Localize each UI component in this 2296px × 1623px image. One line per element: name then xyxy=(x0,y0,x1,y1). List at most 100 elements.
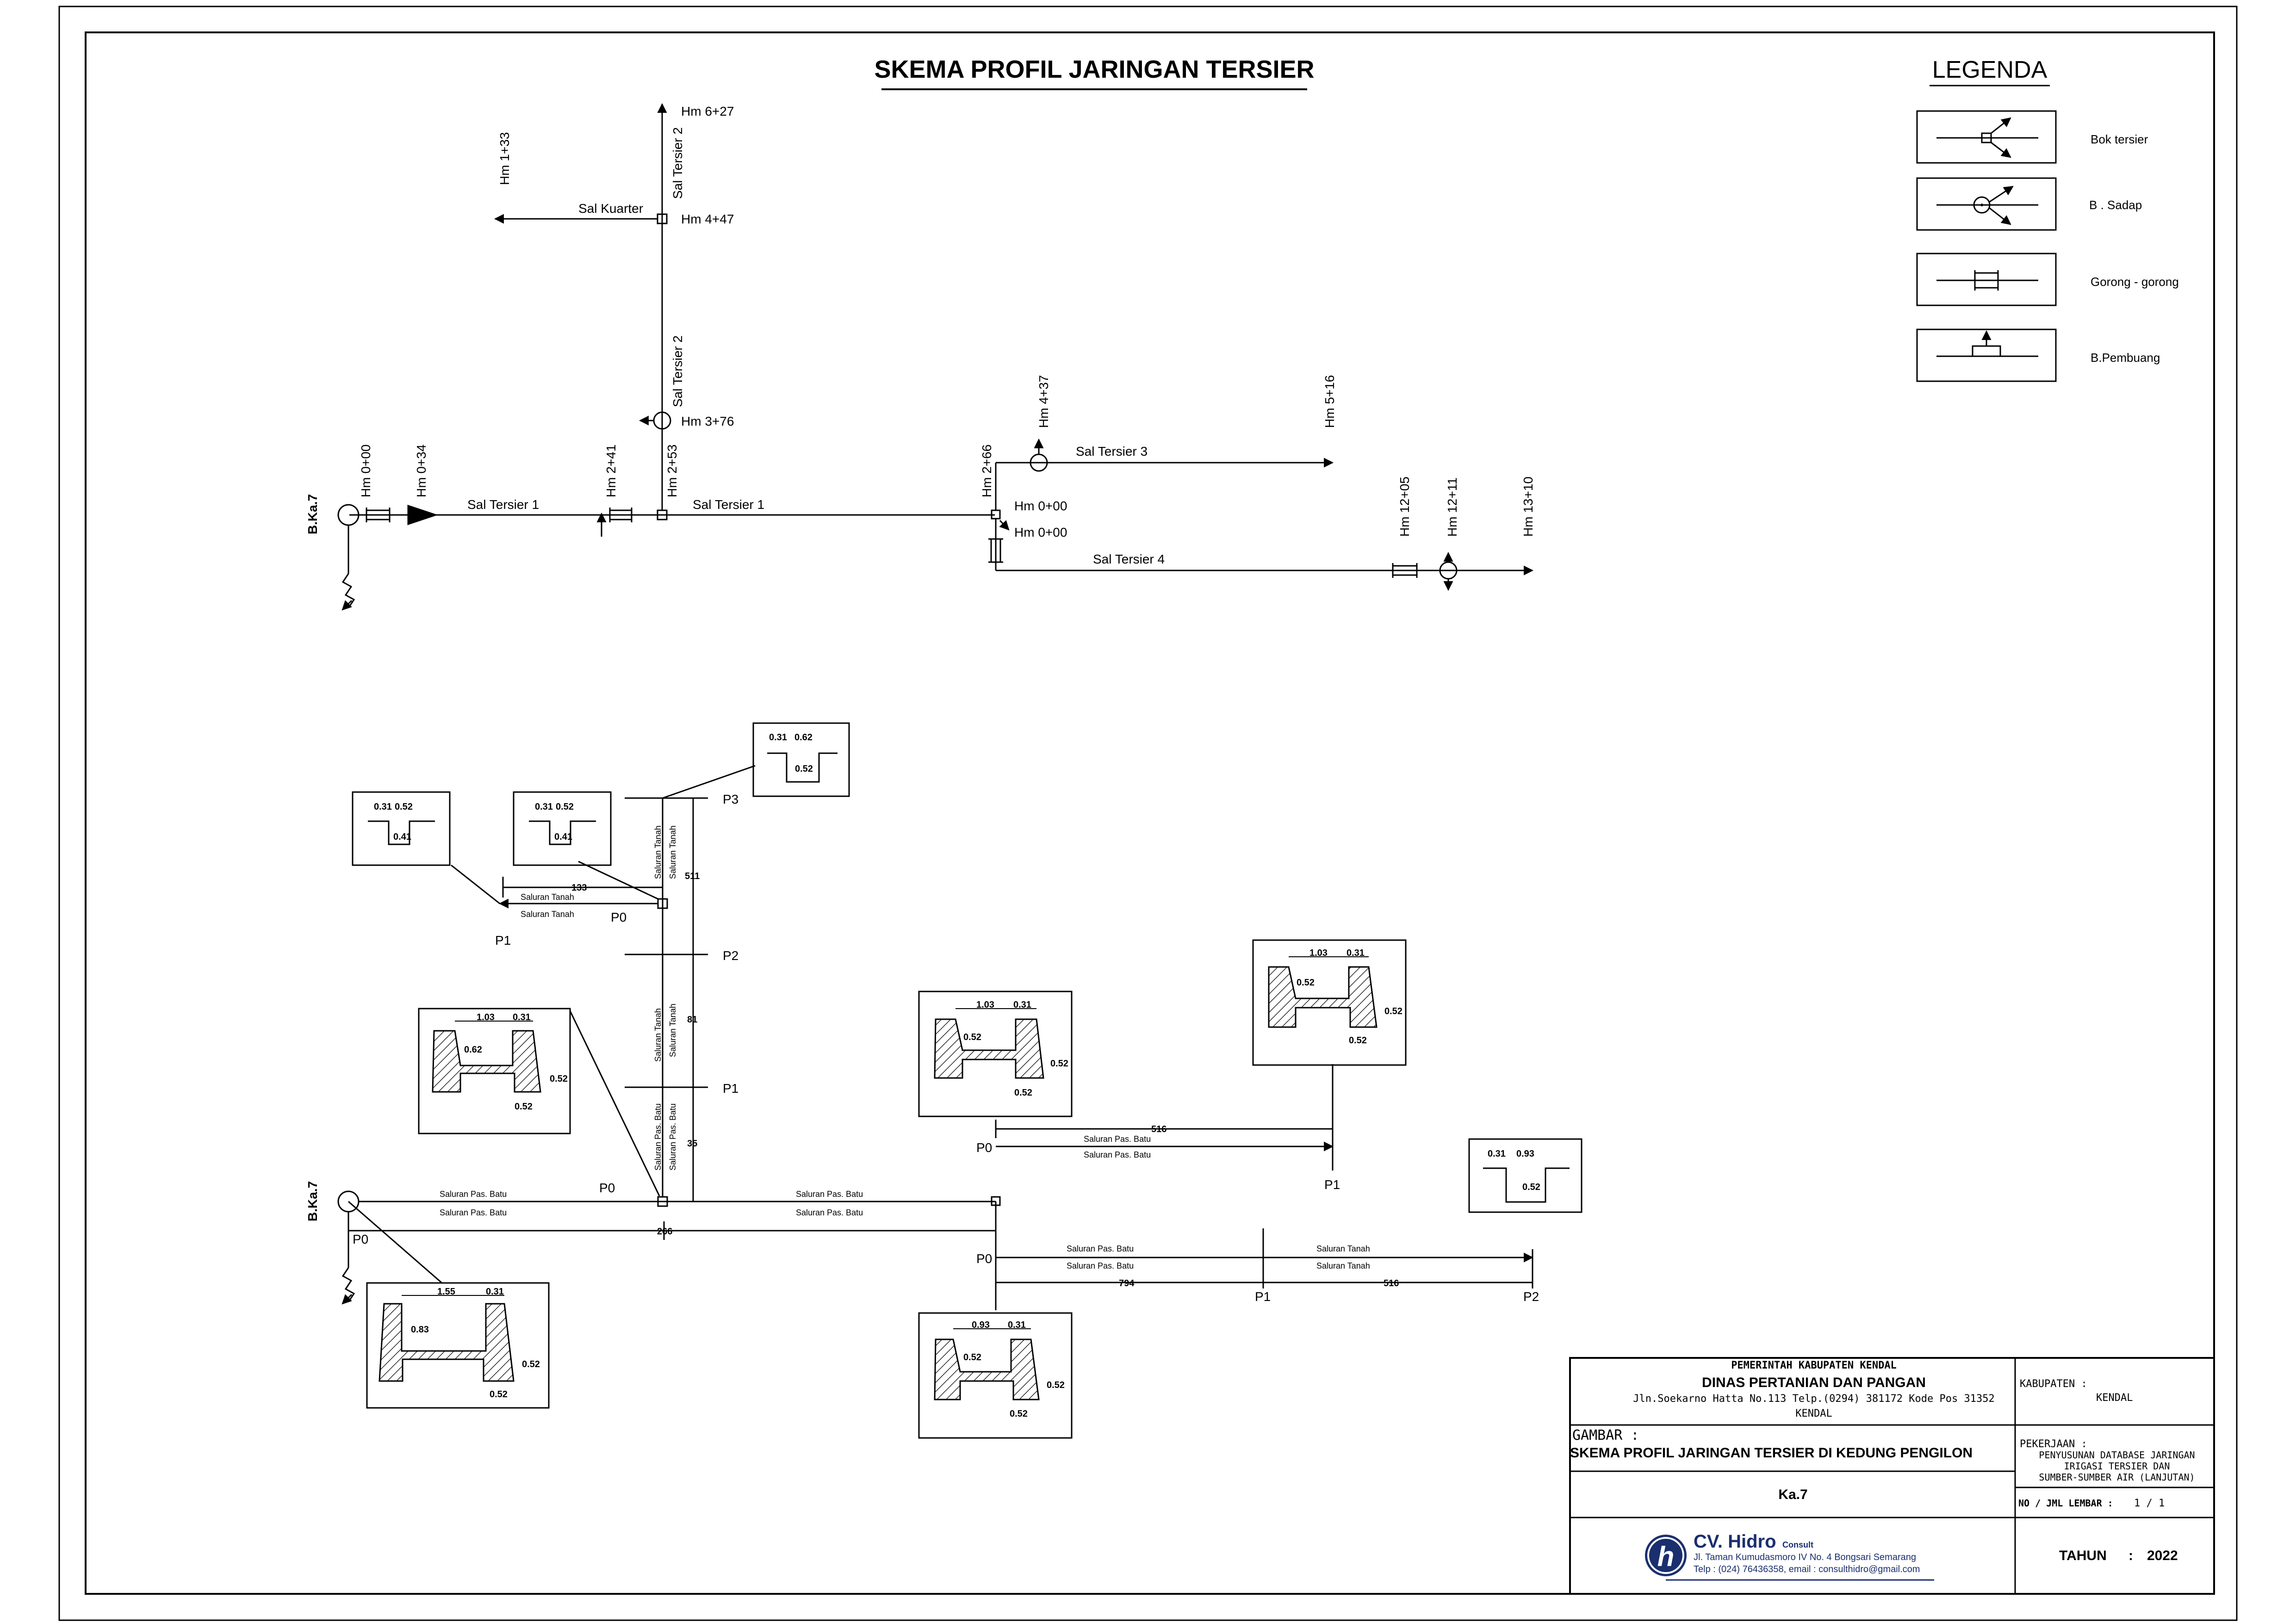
svg-text:0.83: 0.83 xyxy=(411,1325,429,1335)
svg-text:0.41: 0.41 xyxy=(554,832,572,842)
tb-pekerjaan-label: PEKERJAAN : xyxy=(2020,1438,2087,1450)
type-t4-batu-1: Saluran Pas. Batu xyxy=(1067,1244,1134,1253)
tb-lembar-label: NO / JML LEMBAR : xyxy=(2018,1498,2113,1509)
point-p2-t4: P2 xyxy=(1523,1289,1539,1304)
tb-tahun-label: TAHUN xyxy=(2059,1548,2107,1563)
length-81: 81 xyxy=(687,1015,697,1025)
station-hm-0-00-c: Hm 0+00 xyxy=(1014,525,1067,539)
culvert-icon-1 xyxy=(366,508,391,522)
section-s7: 1.03 0.31 0.52 0.52 0.52 xyxy=(1252,939,1407,1066)
type-t3-batu-1: Saluran Pas. Batu xyxy=(1084,1134,1151,1144)
svg-text:0.31: 0.31 xyxy=(486,1287,504,1297)
type-t4-batu-2: Saluran Pas. Batu xyxy=(1067,1261,1134,1270)
culvert-icon-2 xyxy=(609,508,633,522)
tb-consultant: CV. Hidro xyxy=(1694,1531,1776,1552)
svg-text:0.31: 0.31 xyxy=(1013,1000,1031,1010)
bangunan-pembuang-icon xyxy=(1936,330,2038,357)
consultant-logo-letter: h xyxy=(1657,1541,1675,1572)
svg-text:0.31: 0.31 xyxy=(513,1012,531,1022)
tb-gambar-value: SKEMA PROFIL JARINGAN TERSIER DI KEDUNG … xyxy=(1570,1445,1973,1461)
point-p0-t4: P0 xyxy=(976,1251,992,1266)
label-sal-kuarter: Sal Kuarter xyxy=(578,201,643,216)
length-t4-794: 794 xyxy=(1119,1278,1135,1288)
section-s9: 0.31 0.93 0.52 xyxy=(1468,1138,1582,1213)
type-t4-tanah-2: Saluran Tanah xyxy=(1316,1261,1370,1270)
type-main-bottom-right: Saluran Pas. Batu xyxy=(796,1208,863,1217)
point-p2-branch: P2 xyxy=(723,948,738,963)
type-vert-tanah-3: Saluran Tanah xyxy=(653,825,663,879)
tb-city: KENDAL xyxy=(1795,1408,1832,1419)
legend-label-pembuang: B.Pembuang xyxy=(2091,351,2160,365)
legend-label-gorong: Gorong - gorong xyxy=(2091,275,2179,289)
station-hm-0-00: Hm 0+00 xyxy=(359,445,373,497)
tb-consultant-contact: Telp : (024) 76436358, email : consulthi… xyxy=(1694,1564,1920,1574)
type-vert-tanah-2: Saluran Tanah xyxy=(668,1004,677,1057)
tb-gambar-label: GAMBAR : xyxy=(1572,1427,1639,1443)
point-p1-t4: P1 xyxy=(1255,1289,1271,1304)
point-p0-left: P0 xyxy=(611,910,627,924)
svg-text:0.31: 0.31 xyxy=(1488,1149,1506,1159)
schema-labels: B.Ka.7 Hm 0+00 Hm 0+34 Hm 2+41 Hm 2+53 H… xyxy=(305,104,1535,566)
length-labels: 266 35 81 511 133 516 794 516 xyxy=(571,871,1399,1288)
label-sal-tersier-3: Sal Tersier 3 xyxy=(1076,444,1148,458)
type-main-top-left: Saluran Pas. Batu xyxy=(440,1189,507,1199)
profile-source-label: B.Ka.7 xyxy=(305,1181,320,1221)
legend-box-gorong xyxy=(1916,253,2057,306)
svg-text:0.52: 0.52 xyxy=(963,1032,981,1042)
consultant-logo: h xyxy=(1645,1535,1687,1576)
svg-text:0.52: 0.52 xyxy=(1014,1088,1032,1098)
station-hm-12-11: Hm 12+11 xyxy=(1445,477,1459,537)
profile-labels: B.Ka.7 P0 P0 P1 P2 P3 P0 P1 P0 P1 P0 P1 … xyxy=(305,792,1539,1304)
svg-text:0.52: 0.52 xyxy=(556,802,574,812)
station-hm-2-66: Hm 2+66 xyxy=(980,445,994,497)
svg-text:0.31: 0.31 xyxy=(374,802,392,812)
label-sal-tersier-2-a: Sal Tersier 2 xyxy=(670,127,685,199)
bangunan-sadap-icon xyxy=(1936,186,2038,225)
svg-text:0.31: 0.31 xyxy=(1347,948,1365,958)
section-s5: 0.31 0.62 0.52 xyxy=(752,722,850,797)
section-s3: 0.31 0.52 0.41 xyxy=(352,791,451,866)
svg-text:0.93: 0.93 xyxy=(972,1320,990,1330)
label-sal-tersier-2-b: Sal Tersier 2 xyxy=(670,335,685,407)
svg-text:1.03: 1.03 xyxy=(477,1012,495,1022)
type-vert-tanah-1: Saluran Tanah xyxy=(653,1008,663,1062)
drawing-title: SKEMA PROFIL JARINGAN TERSIER xyxy=(874,56,1314,83)
point-p1-left: P1 xyxy=(495,933,511,948)
svg-text:0.41: 0.41 xyxy=(393,832,411,842)
type-vert-batu-2: Saluran Pas. Batu xyxy=(668,1103,677,1171)
inner-border xyxy=(85,31,2215,1595)
svg-text:1.03: 1.03 xyxy=(976,1000,994,1010)
station-hm-6-27: Hm 6+27 xyxy=(681,104,734,118)
station-hm-3-76: Hm 3+76 xyxy=(681,414,734,428)
tb-agency-2: DINAS PERTANIAN DAN PANGAN xyxy=(1702,1375,1926,1390)
station-hm-12-05: Hm 12+05 xyxy=(1397,477,1412,537)
culvert-icon-4 xyxy=(1392,563,1418,578)
tb-pekerjaan-1: PENYUSUNAN DATABASE JARINGAN xyxy=(2039,1450,2195,1461)
tb-pekerjaan-2: IRIGASI TERSIER DAN xyxy=(2064,1461,2170,1472)
type-left-tanah-1: Saluran Tanah xyxy=(521,892,574,902)
svg-text:1.03: 1.03 xyxy=(1309,948,1328,958)
legend-label-sadap: B . Sadap xyxy=(2089,198,2142,212)
svg-text:0.52: 0.52 xyxy=(1010,1409,1028,1419)
tb-agency-1: PEMERINTAH KABUPATEN KENDAL xyxy=(1731,1360,1897,1371)
station-hm-4-47: Hm 4+47 xyxy=(681,212,734,226)
length-133: 133 xyxy=(571,883,587,893)
point-p0-junction: P0 xyxy=(599,1181,615,1195)
svg-text:0.93: 0.93 xyxy=(1516,1149,1534,1159)
gorong-gorong-icon xyxy=(1936,270,2038,291)
svg-text:0.31: 0.31 xyxy=(535,802,553,812)
tb-tahun-value: 2022 xyxy=(2147,1548,2178,1563)
station-hm-2-41: Hm 2+41 xyxy=(604,445,618,497)
type-t3-batu-2: Saluran Pas. Batu xyxy=(1084,1150,1151,1159)
station-hm-13-10: Hm 13+10 xyxy=(1521,477,1535,537)
point-p1-branch: P1 xyxy=(723,1081,738,1096)
legend-box-pembuang xyxy=(1916,328,2057,382)
svg-text:0.52: 0.52 xyxy=(550,1074,568,1084)
point-p0-t3: P0 xyxy=(976,1140,992,1155)
label-sal-tersier-4: Sal Tersier 4 xyxy=(1093,552,1165,566)
station-hm-1-33: Hm 1+33 xyxy=(497,132,512,185)
outer-border xyxy=(58,6,2238,1621)
profile-diagram xyxy=(337,765,1534,1310)
tb-consultant-addr: Jl. Taman Kumudasmoro IV No. 4 Bongsari … xyxy=(1694,1552,1916,1562)
length-main: 266 xyxy=(657,1227,672,1237)
